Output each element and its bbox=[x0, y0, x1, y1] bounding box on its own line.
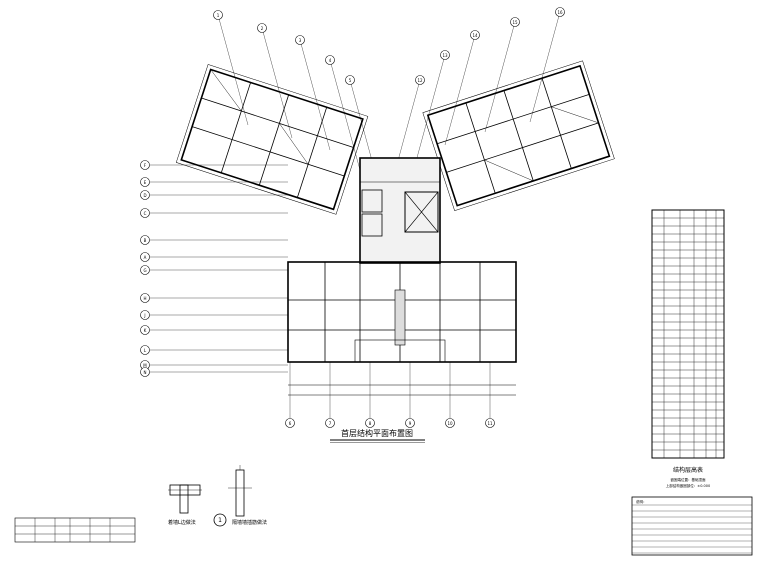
axis-bubble bbox=[510, 17, 520, 27]
detail-2 bbox=[213, 465, 252, 527]
floor-table-title: 结构层高表 bbox=[673, 466, 703, 474]
detail-1-title: 着墙L边做法 bbox=[168, 519, 196, 526]
axis-bubble bbox=[140, 160, 150, 170]
floor-table bbox=[651, 209, 725, 459]
axis-label: 2 bbox=[261, 26, 264, 31]
detail-1 bbox=[168, 484, 202, 514]
axis-bubble bbox=[140, 177, 150, 187]
axis-bubble bbox=[140, 190, 150, 200]
axis-label: 5 bbox=[349, 78, 352, 83]
axis-bubble bbox=[285, 418, 295, 428]
axis-bubble bbox=[140, 325, 150, 335]
axis-bubble bbox=[445, 418, 455, 428]
axis-label: 13 bbox=[442, 53, 448, 58]
axis-label: 12 bbox=[417, 78, 423, 83]
floor-table-subtitle-1: 嵌固端位置：基础顶面 bbox=[671, 477, 706, 482]
axis-bubble bbox=[140, 345, 150, 355]
axis-bubble bbox=[140, 235, 150, 245]
axis-label: 14 bbox=[472, 33, 478, 38]
axis-label: J bbox=[143, 313, 145, 318]
axis-label: 6 bbox=[289, 421, 292, 426]
axis-label: 1 bbox=[217, 13, 220, 18]
axis-label: B bbox=[144, 238, 147, 243]
axis-bubble bbox=[470, 30, 480, 40]
axis-label: A bbox=[144, 255, 147, 260]
axis-label: N bbox=[144, 370, 147, 375]
axis-label: K bbox=[144, 328, 147, 333]
lower-block bbox=[287, 261, 517, 396]
axis-label: G bbox=[143, 268, 146, 273]
axis-bubble bbox=[555, 7, 565, 17]
axis-label: 15 bbox=[512, 20, 518, 25]
plan-title: 首层结构平面布置图 bbox=[341, 428, 413, 438]
axis-label: H bbox=[143, 296, 146, 301]
detail-2-title: 隔墙墙插筋做法 bbox=[232, 519, 267, 526]
schedule-table bbox=[14, 517, 136, 543]
axis-bubble bbox=[415, 75, 425, 85]
axis-label: 4 bbox=[329, 58, 332, 63]
axis-bubble bbox=[140, 265, 150, 275]
axis-bubble bbox=[140, 252, 150, 262]
axis-bubble bbox=[140, 293, 150, 303]
axis-label: E bbox=[144, 180, 147, 185]
axis-bubble bbox=[325, 418, 335, 428]
axis-bubble bbox=[140, 310, 150, 320]
axis-label: L bbox=[144, 348, 147, 353]
axis-label: 16 bbox=[557, 10, 563, 15]
axis-label: 8 bbox=[369, 421, 372, 426]
central-core bbox=[359, 157, 441, 264]
axis-label: M bbox=[143, 363, 147, 368]
right-wing bbox=[422, 60, 615, 211]
axis-label: 9 bbox=[409, 421, 412, 426]
axis-bubble bbox=[213, 10, 223, 20]
axis-label: F bbox=[144, 163, 147, 168]
axis-label: D bbox=[143, 193, 146, 198]
left-wing bbox=[175, 64, 369, 215]
axis-bubble bbox=[257, 23, 267, 33]
notes-box bbox=[631, 496, 753, 556]
axis-label: 11 bbox=[487, 421, 493, 426]
notes-heading: 说明： bbox=[636, 499, 647, 504]
axis-bubble bbox=[345, 75, 355, 85]
axis-bubble bbox=[140, 208, 150, 218]
axis-label: 3 bbox=[299, 38, 302, 43]
floor-table-subtitle-2: 上部结构嵌固部位：±0.000 bbox=[666, 483, 710, 488]
axis-bubble bbox=[485, 418, 495, 428]
axis-label: 10 bbox=[447, 421, 453, 426]
axis-bubble bbox=[140, 367, 150, 377]
axis-bubble bbox=[405, 418, 415, 428]
axis-bubble bbox=[365, 418, 375, 428]
axis-bubble bbox=[295, 35, 305, 45]
axis-label: 7 bbox=[329, 421, 332, 426]
axis-bubble bbox=[325, 55, 335, 65]
axis-bubble bbox=[440, 50, 450, 60]
axis-label: C bbox=[144, 211, 147, 216]
detail-2-number: 1 bbox=[218, 517, 222, 524]
